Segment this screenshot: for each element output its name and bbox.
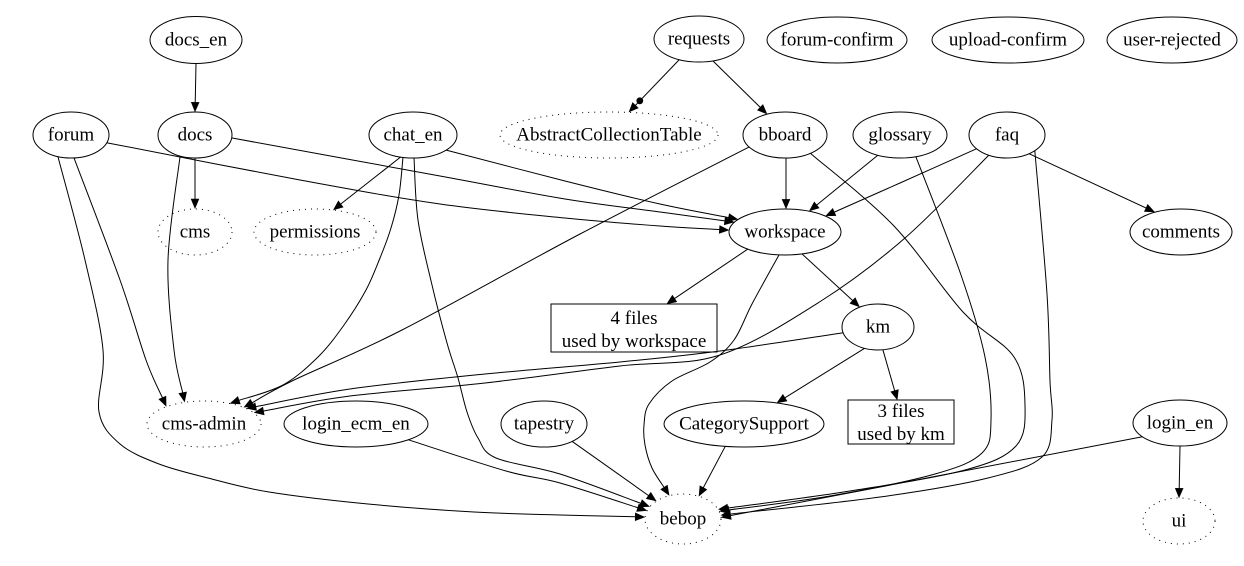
svg-text:requests: requests (668, 29, 730, 50)
svg-text:cms-admin: cms-admin (162, 414, 247, 435)
svg-text:comments: comments (1142, 222, 1220, 243)
svg-text:upload-confirm: upload-confirm (949, 30, 1067, 51)
svg-text:forum-confirm: forum-confirm (781, 30, 894, 51)
svg-text:faq: faq (995, 125, 1020, 146)
svg-text:ui: ui (1172, 511, 1187, 532)
svg-text:docs_en: docs_en (165, 30, 228, 51)
svg-text:glossary: glossary (868, 125, 932, 146)
svg-text:cms: cms (180, 222, 211, 243)
svg-text:AbstractCollectionTable: AbstractCollectionTable (516, 125, 701, 146)
svg-text:login_ecm_en: login_ecm_en (302, 414, 410, 435)
svg-text:4 files: 4 files (611, 308, 658, 329)
svg-text:forum: forum (48, 125, 95, 146)
svg-text:bboard: bboard (759, 125, 812, 146)
svg-text:login_en: login_en (1147, 413, 1214, 434)
svg-text:docs: docs (178, 125, 213, 146)
svg-text:3 files: 3 files (878, 401, 925, 422)
svg-text:km: km (866, 317, 891, 338)
svg-text:CategorySupport: CategorySupport (679, 414, 810, 435)
svg-text:chat_en: chat_en (383, 125, 443, 146)
svg-text:used by km: used by km (857, 424, 945, 445)
svg-text:used by workspace: used by workspace (562, 331, 707, 352)
svg-text:user-rejected: user-rejected (1123, 30, 1221, 51)
svg-text:bebop: bebop (660, 509, 706, 530)
svg-text:workspace: workspace (744, 222, 825, 243)
svg-text:tapestry: tapestry (514, 414, 575, 435)
svg-text:permissions: permissions (270, 222, 361, 243)
